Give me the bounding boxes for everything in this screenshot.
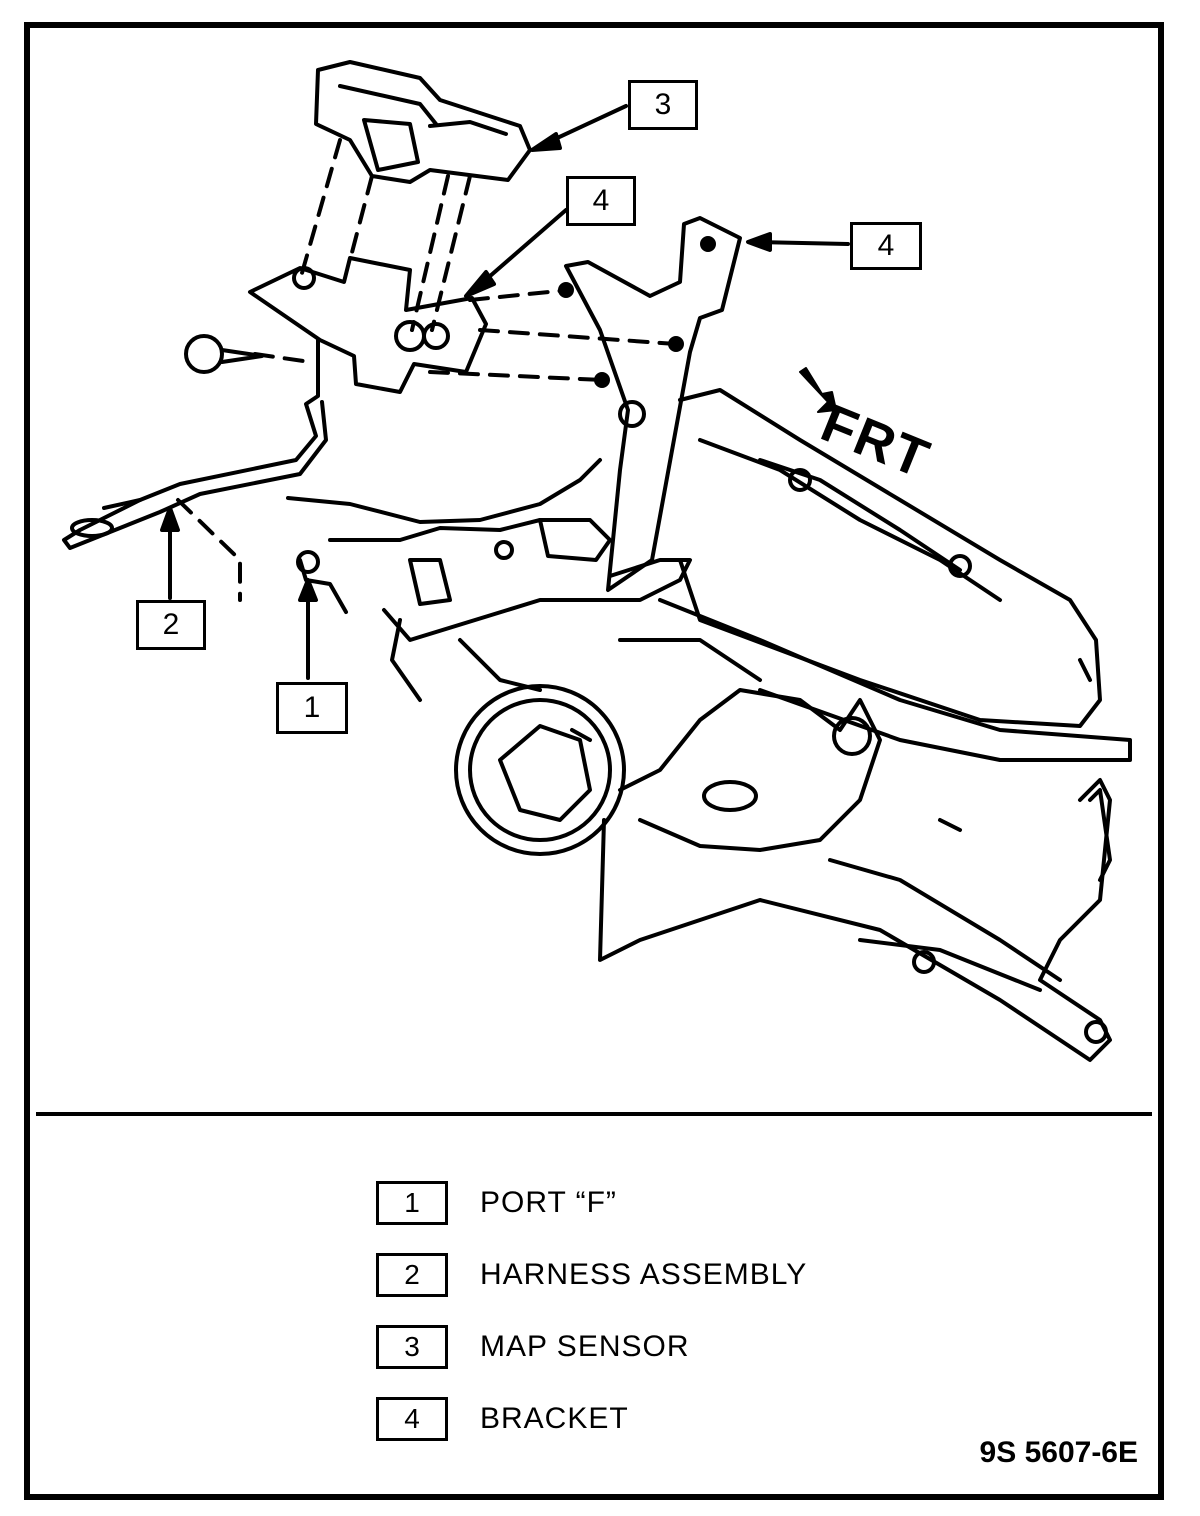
arrow-head-2 [160,506,180,532]
arrow-head-4a [464,270,496,298]
legend-label: MAP SENSOR [480,1330,690,1363]
figure-id: 9S 5607-6E [979,1436,1138,1469]
legend-label: BRACKET [480,1402,629,1435]
main-bracket-drawing [558,216,742,592]
engine-body-drawing [286,388,1132,1062]
legend-item: 1 PORT “F” [376,1180,617,1226]
arrow-head-3 [530,132,562,152]
arrow-head-1 [298,578,318,602]
legend-number: 2 [376,1253,448,1297]
legend-number: 4 [376,1397,448,1441]
legend-number: 1 [376,1181,448,1225]
arrow-head-4b [746,232,772,252]
figure-frame [24,22,1164,1500]
callout-3: 3 [628,80,698,130]
callout-4-sensor-bracket: 4 [566,176,636,226]
callout-2: 2 [136,600,206,650]
legend-divider [36,1112,1152,1116]
callout-4-main-bracket: 4 [850,222,922,270]
sensor-bracket-drawing [248,256,488,394]
harness-drawing [62,338,328,550]
legend-item: 2 HARNESS ASSEMBLY [376,1252,807,1298]
legend-label: PORT “F” [480,1186,617,1219]
legend-label: HARNESS ASSEMBLY [480,1258,808,1291]
legend-number: 3 [376,1325,448,1369]
legend-item: 4 BRACKET [376,1396,629,1442]
callout-1: 1 [276,682,348,734]
front-arrow-icon [799,367,837,413]
map-sensor-drawing [314,60,532,184]
bolt-drawing [184,334,264,374]
legend-item: 3 MAP SENSOR [376,1324,690,1370]
